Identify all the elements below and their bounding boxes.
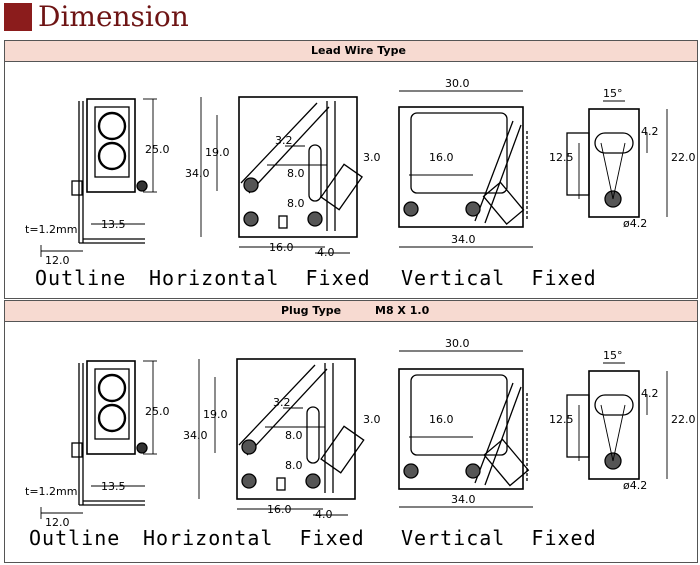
mount-angle-label: 15°	[603, 349, 623, 362]
outline-view	[40, 360, 157, 519]
outline-view	[40, 98, 157, 257]
horizontal-slot-b-label: 8.0	[287, 197, 305, 210]
horizontal-inner-label: 19.0	[205, 146, 230, 159]
panel-header: Plug Type M8 X 1.0	[5, 301, 697, 322]
vertical-middle-label: 16.0	[429, 151, 454, 164]
horizontal-slot-a-label: 8.0	[285, 429, 303, 442]
horizontal-fixed-caption: Horizontal Fixed	[143, 526, 365, 550]
mounting-hole-view	[566, 362, 668, 480]
horizontal-outer-label: 34.0	[183, 429, 208, 442]
outline-base-label: 12.0	[45, 516, 70, 529]
horizontal-slot-top-label: 3.2	[275, 134, 293, 147]
mount-hole-label: ø4.2	[623, 217, 647, 230]
page-title-bar: Dimension	[4, 2, 189, 32]
panel-header: Lead Wire Type	[5, 41, 697, 62]
mount-right-label: 22.0	[671, 151, 696, 164]
vertical-fixed-view	[398, 90, 533, 248]
mounting-hole-view	[566, 100, 668, 218]
mount-hole-label: ø4.2	[623, 479, 647, 492]
horizontal-outer-label: 34.0	[185, 167, 210, 180]
vertical-middle-label: 16.0	[429, 413, 454, 426]
vertical-fixed-caption: Vertical Fixed	[401, 266, 597, 290]
mount-right-label: 22.0	[671, 413, 696, 426]
outline-height-label: 25.0	[145, 143, 170, 156]
horizontal-inner-label: 19.0	[203, 408, 228, 421]
panel-header-thread-spec: M8 X 1.0	[375, 304, 430, 317]
horizontal-slot-top-label: 3.2	[273, 396, 291, 409]
vertical-left-offset-label: 3.0	[363, 151, 381, 164]
mount-slot-label: 4.2	[641, 387, 659, 400]
vertical-top-label: 30.0	[445, 77, 470, 90]
mount-left-label: 12.5	[549, 151, 574, 164]
vertical-bottom-label: 34.0	[451, 233, 476, 246]
horizontal-bottom-label: 16.0	[267, 503, 292, 516]
horizontal-fixed-view	[200, 96, 363, 254]
horizontal-slot-b-label: 8.0	[285, 459, 303, 472]
lead-wire-drawings: 25.0 t=1.2mm 13.5 12.0 34.0 19.0 3.2 8.0…	[25, 77, 696, 290]
outline-thickness-label: t=1.2mm	[25, 223, 77, 236]
lead-wire-panel: Lead Wire Type	[4, 40, 698, 299]
horizontal-fixed-caption: Horizontal Fixed	[149, 266, 371, 290]
plug-type-drawings: 25.0 t=1.2mm 13.5 12.0 34.0 19.0 3.2 8.0…	[25, 337, 696, 550]
panel-header-title: Plug Type	[281, 304, 342, 317]
horizontal-bottom-small-label: 4.0	[317, 246, 335, 259]
outline-caption: Outline	[35, 266, 126, 290]
horizontal-bottom-label: 16.0	[269, 241, 294, 254]
outline-height-label: 25.0	[145, 405, 170, 418]
horizontal-bottom-small-label: 4.0	[315, 508, 333, 521]
plug-type-panel: Plug Type M8 X 1.0	[4, 300, 698, 563]
outline-caption: Outline	[29, 526, 120, 550]
outline-width-label: 13.5	[101, 218, 126, 231]
vertical-top-label: 30.0	[445, 337, 470, 350]
vertical-fixed-caption: Vertical Fixed	[401, 526, 597, 550]
mount-left-label: 12.5	[549, 413, 574, 426]
outline-base-label: 12.0	[45, 254, 70, 267]
mount-angle-label: 15°	[603, 87, 623, 100]
horizontal-slot-a-label: 8.0	[287, 167, 305, 180]
outline-thickness-label: t=1.2mm	[25, 485, 77, 498]
panel-header-title: Lead Wire Type	[311, 44, 406, 57]
vertical-fixed-view	[398, 350, 533, 508]
page-title: Dimension	[38, 0, 189, 33]
title-marker-square	[4, 3, 32, 31]
vertical-bottom-label: 34.0	[451, 493, 476, 506]
outline-width-label: 13.5	[101, 480, 126, 493]
vertical-left-offset-label: 3.0	[363, 413, 381, 426]
mount-slot-label: 4.2	[641, 125, 659, 138]
horizontal-fixed-view	[198, 358, 365, 516]
